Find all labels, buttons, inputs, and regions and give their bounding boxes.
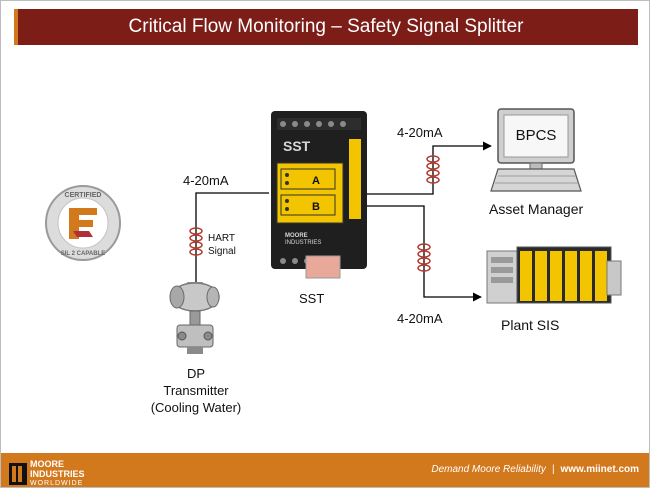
transmitter-label-line1: DP: [186, 366, 206, 381]
logo-line1: MOORE: [30, 459, 65, 469]
bpcs-screen-text: BPCS: [516, 127, 557, 144]
sst-device: SST A B MOORE INDUSTRIES: [271, 111, 367, 279]
tagline-text: Demand Moore Reliability: [431, 464, 546, 475]
website-link[interactable]: www.miinet.com: [560, 464, 639, 475]
logo-line2: INDUSTRIES: [30, 469, 85, 479]
moore-logo-icon: [9, 463, 27, 485]
badge-top-text: CERTIFIED: [65, 192, 102, 199]
slide-title: Critical Flow Monitoring – Safety Signal…: [128, 16, 524, 37]
hart-signal-label-line2: Signal: [208, 246, 236, 257]
device-brand-text: SST: [283, 138, 311, 154]
device-maker-line1: MOORE: [285, 233, 308, 239]
logo-line3: WORLDWIDE: [30, 480, 84, 487]
title-accent: [14, 9, 18, 45]
hart-signal-label-line1: HART: [208, 233, 236, 244]
hart-coil-icon: [189, 227, 203, 256]
plant-sis-label: Plant SIS: [501, 317, 560, 333]
footer-bar: MOORE INDUSTRIES WORLDWIDE Demand Moore …: [1, 453, 649, 487]
coil-top-icon: [426, 155, 440, 184]
bpcs-computer-icon: BPCS: [490, 108, 582, 192]
title-bar: Critical Flow Monitoring – Safety Signal…: [14, 9, 638, 45]
plant-sis-plc-icon: [486, 246, 622, 304]
moore-industries-logo: MOORE INDUSTRIES WORLDWIDE: [9, 459, 85, 487]
device-channel-a-text: A: [312, 175, 320, 187]
transmitter-label-line3: (Cooling Water): [150, 400, 242, 415]
output-signal-bottom-label: 4-20mA: [397, 311, 443, 326]
dp-transmitter-icon: [169, 282, 220, 354]
sst-label: SST: [299, 291, 325, 306]
sil-certified-badge-icon: CERTIFIED SIL 2 CAPABLE: [45, 185, 121, 261]
transmitter-label-line2: Transmitter: [163, 383, 229, 398]
device-channel-b-text: B: [312, 201, 320, 213]
output-signal-top-label: 4-20mA: [397, 125, 443, 140]
coil-bottom-icon: [417, 243, 431, 272]
footer-tagline: Demand Moore Reliability | www.miinet.co…: [431, 464, 639, 475]
tagline-separator: |: [551, 464, 555, 475]
input-signal-label: 4-20mA: [183, 173, 229, 188]
badge-bottom-text: SIL 2 CAPABLE: [61, 251, 105, 257]
device-maker-line2: INDUSTRIES: [285, 240, 321, 246]
input-wire: [195, 192, 269, 284]
asset-manager-label: Asset Manager: [489, 201, 584, 217]
